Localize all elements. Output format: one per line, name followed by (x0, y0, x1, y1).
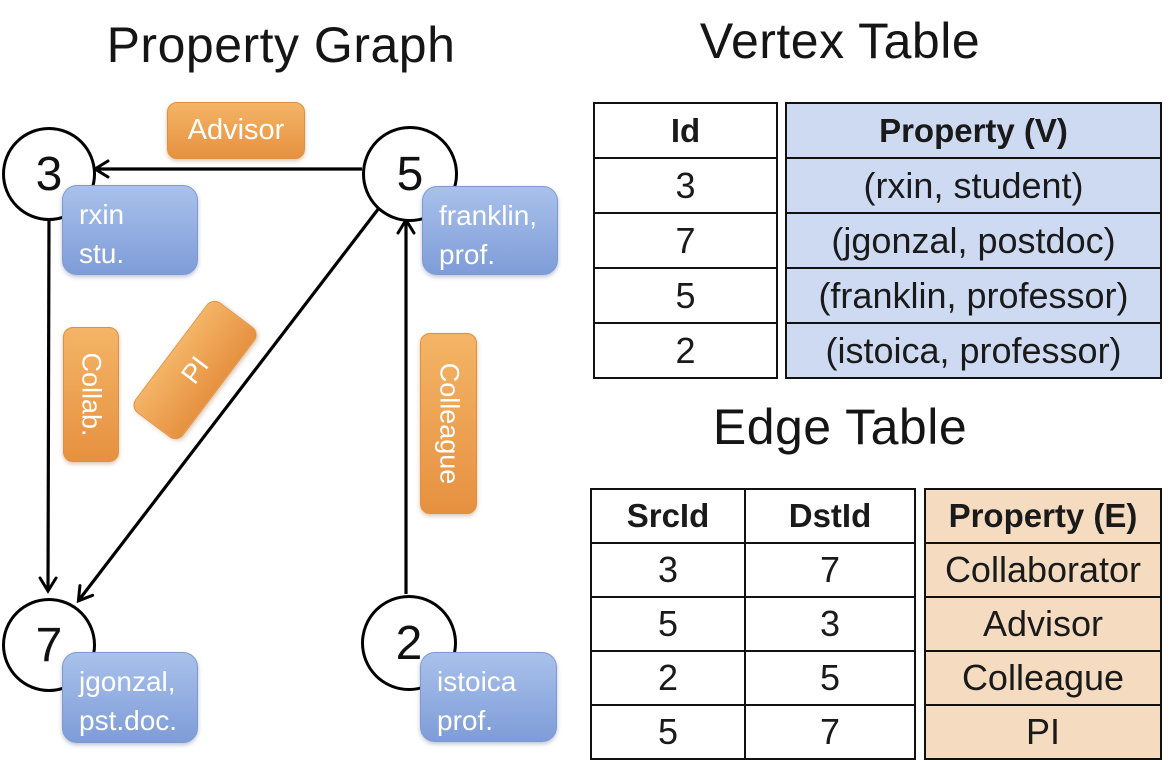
edge-table-cell: 7 (744, 704, 916, 760)
vertex-prop-jgonzal: jgonzal, pst.doc. (62, 652, 198, 743)
vertex-table-header-property: Property (V) (785, 102, 1162, 159)
edge-label-colleague: Colleague (420, 333, 477, 514)
edge-table-header-srcid: SrcId (590, 488, 746, 544)
edge-table-title: Edge Table (712, 399, 968, 455)
vertex-prop-rxin: rxin stu. (62, 185, 198, 275)
edge-table-cell: 2 (590, 650, 746, 706)
vertex-prop-istoica: istoica prof. (420, 652, 557, 742)
edge-table-cell: 3 (744, 596, 916, 652)
edge-table-cell: Colleague (924, 650, 1162, 706)
edge-table-cell: 5 (590, 596, 746, 652)
node-2-id: 2 (395, 616, 423, 670)
vertex-table-id-column: Id 3 7 5 2 (593, 102, 778, 379)
edge-table-cell: Advisor (924, 596, 1162, 652)
vertex-table-cell: (rxin, student) (785, 157, 1162, 214)
property-graph-title: Property Graph (106, 17, 456, 73)
edge-table-property-column: Property (E) Collaborator Advisor Collea… (924, 488, 1162, 760)
graph-edges-layer (38, 159, 416, 604)
edge-table-header-dstid: DstId (744, 488, 916, 544)
edge-table-cell: 5 (590, 704, 746, 760)
vertex-table-property-column: Property (V) (rxin, student) (jgonzal, p… (785, 102, 1162, 379)
vertex-prop-franklin: franklin, prof. (422, 186, 558, 275)
node-3-id: 3 (35, 147, 63, 201)
vertex-table-cell: (istoica, professor) (785, 322, 1162, 379)
edge-line-pi-5-to-7 (76, 207, 381, 604)
vertex-table-header-id: Id (593, 102, 778, 159)
edge-table-cell: 5 (744, 650, 916, 706)
edge-label-collab: Collab. (63, 327, 119, 462)
graph-node-2: 2 (361, 595, 457, 691)
vertex-table-cell: (franklin, professor) (785, 267, 1162, 324)
edge-table-id-columns: SrcId DstId 3 7 5 3 2 5 5 7 (590, 488, 916, 760)
edge-table-cell: Collaborator (924, 542, 1162, 598)
vertex-table-cell: 2 (593, 322, 778, 379)
edge-table-header-property: Property (E) (924, 488, 1162, 544)
vertex-table-cell: 3 (593, 157, 778, 214)
edge-table-cell: 7 (744, 542, 916, 598)
edge-line-collab-3-to-7 (38, 213, 58, 594)
vertex-table-cell: 7 (593, 212, 778, 269)
vertex-table-cell: (jgonzal, postdoc) (785, 212, 1162, 269)
graph-node-5: 5 (362, 126, 458, 222)
node-7-id: 7 (35, 618, 63, 672)
vertex-table-title: Vertex Table (699, 13, 981, 69)
node-5-id: 5 (396, 147, 424, 201)
edge-label-advisor: Advisor (167, 102, 305, 159)
edge-table-cell: 3 (590, 542, 746, 598)
vertex-table-cell: 5 (593, 267, 778, 324)
edge-table-cell: PI (924, 704, 1162, 760)
